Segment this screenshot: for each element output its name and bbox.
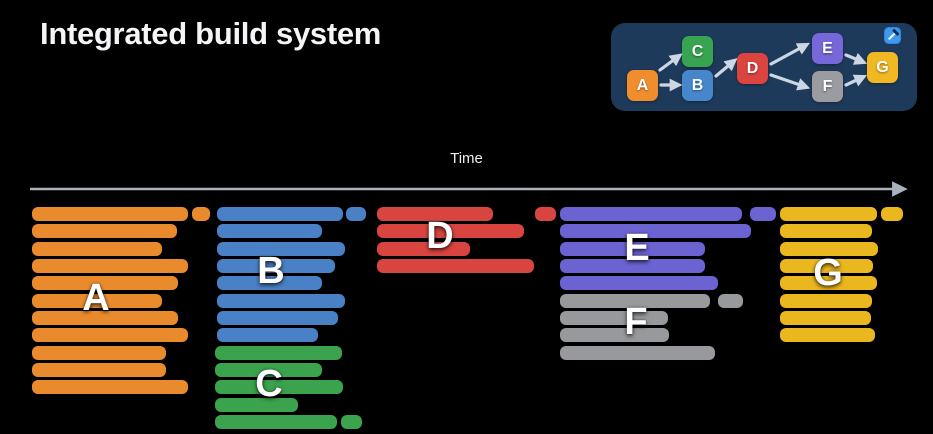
task-bar-A [192, 207, 210, 221]
group-label-D: D [426, 215, 454, 257]
graph-node-F: F [812, 71, 843, 102]
slide-title: Integrated build system [40, 16, 382, 51]
task-bar-F [560, 311, 668, 325]
task-bar-B [217, 242, 345, 256]
group-label-F: F [624, 301, 648, 343]
task-bar-F [560, 346, 715, 360]
group-label-B: B [257, 250, 285, 292]
task-bar-G [780, 311, 871, 325]
task-bar-G [780, 224, 872, 238]
task-bar-B [217, 276, 322, 290]
task-bar-E [560, 224, 751, 238]
task-bar-E [560, 242, 705, 256]
task-bar-G [780, 328, 875, 342]
graph-node-G: G [867, 52, 898, 83]
group-label-A: A [82, 277, 110, 319]
xcode-icon [884, 27, 901, 44]
task-bar-C [215, 346, 342, 360]
group-label-E: E [624, 227, 650, 269]
task-bar-G [780, 276, 877, 290]
task-bar-F [560, 294, 710, 308]
group-label-G: G [813, 252, 843, 294]
graph-node-D: D [737, 53, 768, 84]
graph-node-C: C [682, 36, 713, 67]
task-bar-A [32, 224, 177, 238]
graph-node-A: A [627, 70, 658, 101]
task-bar-G [881, 207, 903, 221]
task-bar-A [32, 363, 166, 377]
task-bar-A [32, 346, 166, 360]
task-bar-A [32, 380, 188, 394]
task-bar-B [217, 328, 318, 342]
task-bar-A [32, 328, 188, 342]
task-bar-C [215, 380, 343, 394]
task-bar-B [217, 259, 335, 273]
task-bar-F [718, 294, 743, 308]
graph-node-E: E [812, 33, 843, 64]
task-bar-D [377, 207, 493, 221]
graph-node-B: B [682, 70, 713, 101]
task-bar-E [750, 207, 776, 221]
task-bar-B [217, 224, 322, 238]
task-bar-C [341, 415, 362, 429]
task-bar-G [780, 242, 878, 256]
task-bar-B [346, 207, 366, 221]
task-bar-C [215, 363, 322, 377]
task-bar-D [377, 242, 470, 256]
task-bar-C [215, 415, 337, 429]
task-bar-G [780, 207, 877, 221]
task-bar-F [560, 328, 669, 342]
task-bar-A [32, 311, 178, 325]
task-bar-E [560, 276, 718, 290]
task-bar-B [217, 207, 343, 221]
task-bar-G [780, 259, 873, 273]
task-bar-B [217, 294, 345, 308]
task-bar-A [32, 207, 188, 221]
task-bar-C [215, 398, 298, 412]
task-bar-A [32, 294, 162, 308]
task-bar-E [560, 207, 742, 221]
task-bar-A [32, 259, 188, 273]
task-bar-D [377, 259, 534, 273]
time-axis-label: Time [450, 150, 483, 167]
task-bar-A [32, 242, 162, 256]
task-bar-B [217, 311, 338, 325]
group-label-C: C [255, 363, 283, 405]
task-bar-D [377, 224, 524, 238]
task-bar-D [535, 207, 556, 221]
task-bar-G [780, 294, 872, 308]
task-bar-E [560, 259, 705, 273]
task-bar-A [32, 276, 178, 290]
